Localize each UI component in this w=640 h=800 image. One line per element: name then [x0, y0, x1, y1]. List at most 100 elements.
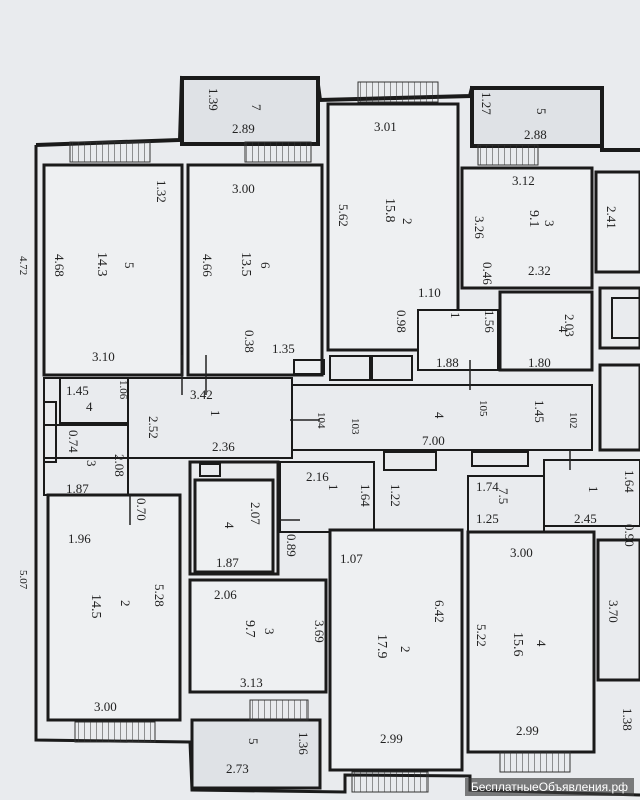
dim-label: 1.64	[622, 470, 637, 493]
dim-label: 4.72	[17, 256, 29, 276]
dim-label: 0.46	[480, 262, 495, 285]
dim-label: 2.89	[232, 121, 255, 136]
dim-label: 2.36	[212, 439, 235, 454]
dim-label: 102	[567, 412, 579, 429]
dim-label: 1.45	[66, 383, 89, 398]
dim-label: 3.10	[92, 349, 115, 364]
dim-label: 1.07	[340, 551, 363, 566]
dim-label: 5.62	[336, 204, 351, 227]
room-area: 15.6	[510, 632, 525, 657]
dim-label: 103	[349, 418, 361, 435]
room-number: 3	[84, 460, 99, 467]
dim-label: 2.41	[604, 206, 619, 229]
dim-label: 3.69	[312, 620, 327, 643]
dim-label: 1.87	[66, 481, 89, 496]
dim-label: 5.22	[474, 624, 489, 647]
room-number: 1	[208, 410, 223, 417]
dim-label: 3.01	[374, 119, 397, 134]
dim-label: 0.90	[622, 524, 637, 547]
room-number: 3	[542, 220, 557, 227]
room-number: 3	[262, 628, 277, 635]
dim-label: 105	[477, 400, 489, 417]
dim-label: 1.96	[68, 531, 91, 546]
dim-label: 1.27	[479, 92, 494, 115]
room-area: 9.7	[242, 620, 257, 638]
dim-label: 2.88	[524, 127, 547, 142]
dim-label: 2.99	[380, 731, 403, 746]
dim-label: 1.36	[296, 732, 311, 755]
watermark: БесплатныеОбъявления.рф	[464, 778, 634, 796]
dim-label: 4.66	[200, 254, 215, 277]
dim-label: 3.70	[606, 600, 621, 623]
dim-label: 1.64	[358, 484, 373, 507]
dim-label: 3.42	[190, 387, 213, 402]
dim-label: 7.00	[422, 433, 445, 448]
dim-label: 0.89	[284, 534, 299, 557]
room-area: 13.5	[238, 252, 253, 277]
dim-label: 1.88	[436, 355, 459, 370]
room-number: 2	[398, 646, 413, 653]
room-number: 5	[534, 108, 549, 115]
dim-label: 2.73	[226, 761, 249, 776]
room-number: 4	[534, 640, 549, 647]
dim-label: 1.39	[206, 88, 221, 111]
room-number: 2	[118, 600, 133, 607]
dim-label: 3.00	[232, 181, 255, 196]
room-number: 2	[400, 218, 415, 225]
room-number: 6	[258, 262, 273, 269]
room-number: 4	[432, 412, 447, 419]
room-number: 5	[246, 738, 261, 745]
dim-label: 0.98	[394, 310, 409, 333]
dim-label: 1.32	[154, 180, 169, 203]
dim-label: 0.74	[66, 430, 81, 453]
room-area: 15.8	[382, 198, 397, 223]
dim-label: 5.07	[17, 570, 29, 590]
dim-label: 1.10	[418, 285, 441, 300]
dim-label: 4.68	[52, 254, 67, 277]
room-area: 14.3	[94, 252, 109, 277]
dim-label: 1.80	[528, 355, 551, 370]
dim-label: 1.25	[476, 511, 499, 526]
dim-label: 2.16	[306, 469, 329, 484]
room-area: 14.5	[88, 594, 103, 619]
dim-label: 2.07	[248, 502, 263, 525]
dim-label: 1.56	[482, 310, 497, 333]
dim-label: 2.45	[574, 511, 597, 526]
room-number: 1	[586, 486, 601, 493]
dim-label: 3.26	[472, 216, 487, 239]
room-number: 4	[86, 399, 93, 414]
room-number: 5	[122, 262, 137, 269]
dim-label: 2.32	[528, 263, 551, 278]
walls	[34, 75, 640, 797]
dim-label: 3.00	[510, 545, 533, 560]
dim-label: 3.00	[94, 699, 117, 714]
room-area: 17.9	[374, 634, 389, 659]
room-number: 4	[222, 522, 237, 529]
dim-label: 2.99	[516, 723, 539, 738]
dim-label: 1.38	[620, 708, 635, 731]
dim-label: 6.42	[432, 600, 447, 623]
room-area: 9.1	[526, 210, 541, 228]
dim-label: 0.70	[134, 498, 149, 521]
dim-label: 1.35	[272, 341, 295, 356]
dim-label: 1.22	[388, 484, 403, 507]
dim-label: 2.03	[562, 314, 577, 337]
dim-label: 5.28	[152, 584, 167, 607]
dimension-ticks	[129, 355, 571, 525]
dim-label: 104	[315, 412, 327, 429]
dim-label: 1.06	[117, 380, 129, 400]
dim-label: 7.5	[496, 488, 511, 505]
dim-label: 1.74	[476, 479, 499, 494]
dim-label: 2.08	[112, 454, 127, 477]
dim-label: 3.12	[512, 173, 535, 188]
dim-label: 0.38	[242, 330, 257, 353]
dim-label: 1.45	[532, 400, 547, 423]
room-number: 1	[448, 312, 463, 319]
dim-label: 1.87	[216, 555, 239, 570]
dim-label: 2.06	[214, 587, 237, 602]
room-number: 1	[326, 484, 341, 491]
dim-label: 2.52	[146, 416, 161, 439]
room-number: 7	[249, 104, 264, 111]
windows	[69, 81, 571, 793]
